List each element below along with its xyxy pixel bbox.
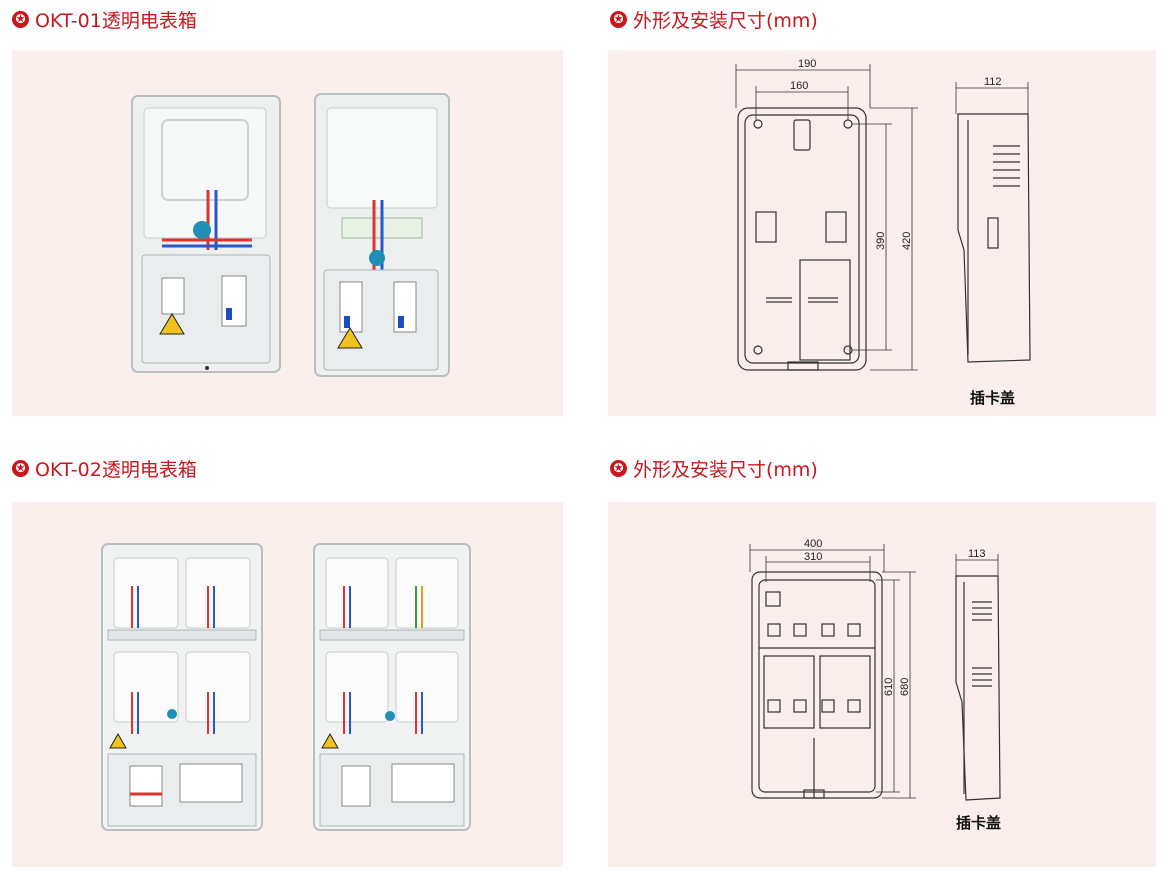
section1-drawing-panel: 190 160 390 420 112 — [608, 50, 1156, 416]
okt02-dim-inner-width: 310 — [804, 551, 822, 563]
okt01-dimension-lines — [735, 64, 1029, 371]
section1-drawing-title: 外形及安装尺寸(mm) — [633, 9, 818, 32]
okt02-dim-side-depth: 113 — [968, 548, 986, 560]
okt02-dimension-lines — [749, 544, 999, 799]
star-circle-icon: ✪ — [610, 459, 627, 477]
okt02-dim-outer-height: 680 — [899, 678, 911, 696]
okt02-product-photo — [101, 543, 471, 831]
okt02-box-left — [101, 543, 263, 831]
okt01-dim-outer-width: 190 — [798, 58, 816, 70]
okt02-front-view — [751, 571, 883, 799]
okt01-dim-outer-height: 420 — [901, 232, 913, 250]
okt01-box-right — [314, 93, 450, 377]
section1-caption: 插卡盖 — [970, 389, 1016, 407]
okt01-dim-inner-height: 390 — [875, 232, 887, 250]
okt01-box-left — [131, 95, 281, 373]
star-circle-icon: ✪ — [12, 10, 29, 28]
section2-drawing-panel: 400 310 610 680 113 — [608, 502, 1156, 867]
section2-photo-title: OKT-02透明电表箱 — [35, 458, 197, 481]
okt02-box-right — [313, 543, 471, 831]
section2-drawing-heading: ✪ 外形及安装尺寸(mm) — [610, 455, 818, 481]
section1-drawing-heading: ✪ 外形及安装尺寸(mm) — [610, 6, 818, 32]
section2-drawing-title: 外形及安装尺寸(mm) — [633, 458, 818, 481]
okt02-side-view — [955, 575, 1001, 801]
star-circle-icon: ✪ — [610, 10, 627, 28]
okt01-dim-side-depth: 112 — [984, 76, 1002, 88]
star-circle-icon: ✪ — [12, 459, 29, 477]
section1-photo-title: OKT-01透明电表箱 — [35, 9, 197, 32]
section1-photo-panel — [12, 50, 563, 416]
section2-caption: 插卡盖 — [956, 814, 1002, 832]
okt01-side-view — [957, 113, 1031, 363]
okt02-dim-inner-height: 610 — [883, 678, 895, 696]
okt02-dim-outer-width: 400 — [804, 538, 822, 550]
okt01-dimension-drawing: 190 160 390 420 112 — [735, 58, 1031, 371]
section2-photo-heading: ✪ OKT-02透明电表箱 — [12, 455, 197, 481]
okt02-dimension-drawing: 400 310 610 680 113 — [749, 538, 1001, 801]
okt01-product-photo — [131, 93, 450, 377]
okt01-dim-inner-width: 160 — [790, 80, 808, 92]
section1-photo-heading: ✪ OKT-01透明电表箱 — [12, 6, 197, 32]
okt01-front-view — [737, 107, 867, 371]
section2-photo-panel — [12, 502, 563, 867]
